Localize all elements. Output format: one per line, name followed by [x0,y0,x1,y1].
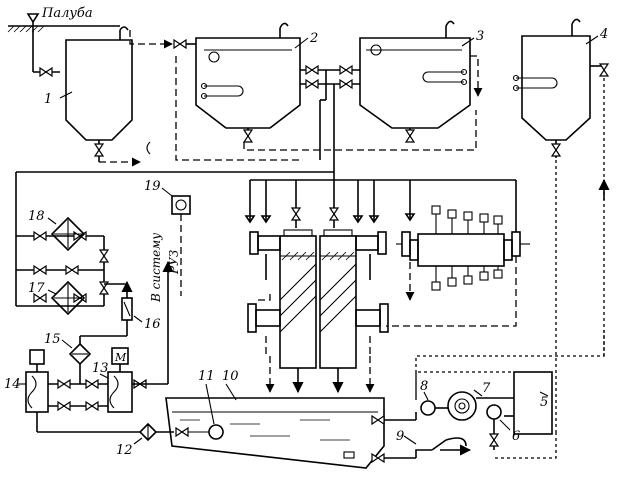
label-18: 18 [28,209,45,224]
heater-electrodes-top [431,205,503,234]
separator-inlet-valve-b-icon [329,207,339,221]
ruz-label: РУЗ [167,250,181,275]
pump-7 [447,391,477,421]
separator-left [279,229,317,369]
deck-label: Палуба [41,6,93,21]
transfer-valve-d-icon [339,79,353,89]
label-9: 9 [396,429,404,444]
pump-8 [420,400,436,416]
heater-electrodes-bottom [431,266,503,291]
pump-14 [25,349,49,413]
tank-10-return-valve-icon [371,415,385,425]
label-3: 3 [476,29,484,44]
label-10: 10 [222,369,239,384]
label-6: 6 [512,429,520,444]
pump-valve-a-icon [57,379,71,389]
discharge-valve-icon [371,453,385,463]
label-4: 4 [599,27,608,42]
unit-5 [513,371,553,435]
label-1: 1 [44,92,52,107]
tank-2 [195,22,301,143]
tank-4-drain-valve-icon [551,143,561,157]
pump-13 [107,347,133,413]
pump-valve-d-icon [85,401,99,411]
deck-line [7,13,120,77]
tank-3-heating-coil-icon [422,68,468,86]
separator-flanges [247,231,389,333]
label-17: 17 [28,281,45,296]
label-5: 5 [540,395,548,410]
label-14: 14 [4,377,21,392]
tank-10 [165,397,385,469]
pump-valve-b-icon [85,379,99,389]
tank-2-drain-valve-icon [243,129,253,143]
instrument-19 [171,195,191,215]
tank-10-suction-valve-icon [175,427,189,437]
separator-right [319,229,357,369]
label-2: 2 [309,31,318,46]
tank-2-inlet-valve-icon [173,39,187,49]
filter-18 [50,216,86,252]
column-valve-a-icon [99,249,109,263]
label-13: 13 [92,361,109,376]
transfer-valve-b-icon [305,79,319,89]
to-system-label: В систему [149,233,163,303]
tank-1 [65,26,133,162]
tank-3-drain-valve-icon [405,129,415,143]
filter-12 [138,422,158,442]
label-12: 12 [116,443,133,458]
label-7: 7 [482,381,491,396]
label-19: 19 [144,179,161,194]
pump-valve-c-icon [57,401,71,411]
transfer-valve-a-icon [305,65,319,75]
float-11 [188,424,224,440]
tank-4-heating-coil-icon [512,74,558,92]
label-16: 16 [144,317,161,332]
label-8: 8 [420,379,428,394]
separator-inlet-valve-a-icon [291,207,301,221]
tank-2-heating-coil-icon [200,82,244,100]
deck-hatch [7,25,45,33]
label-15: 15 [44,332,61,347]
label-11: 11 [198,369,215,384]
tank-1-drain-valve-icon [94,143,104,157]
deck-marker-icon [26,13,40,24]
motor-label: М [114,351,127,364]
filter-18-inlet-valve-icon [33,231,47,241]
heater-manifold [396,231,530,267]
deck-valve-icon [39,67,53,77]
tank-4-inlet-valve-icon [599,63,609,77]
filter-17 [50,280,86,316]
tank-4 [512,18,591,158]
tank-3 [359,20,471,143]
filter-15 [68,342,92,366]
bypass-valve-b-icon [65,265,79,275]
flowmeter-16 [121,297,133,321]
transfer-valve-c-icon [339,65,353,75]
pump-6 [486,404,502,420]
bypass-valve-a-icon [33,265,47,275]
pump-6-valve-icon [489,433,499,447]
